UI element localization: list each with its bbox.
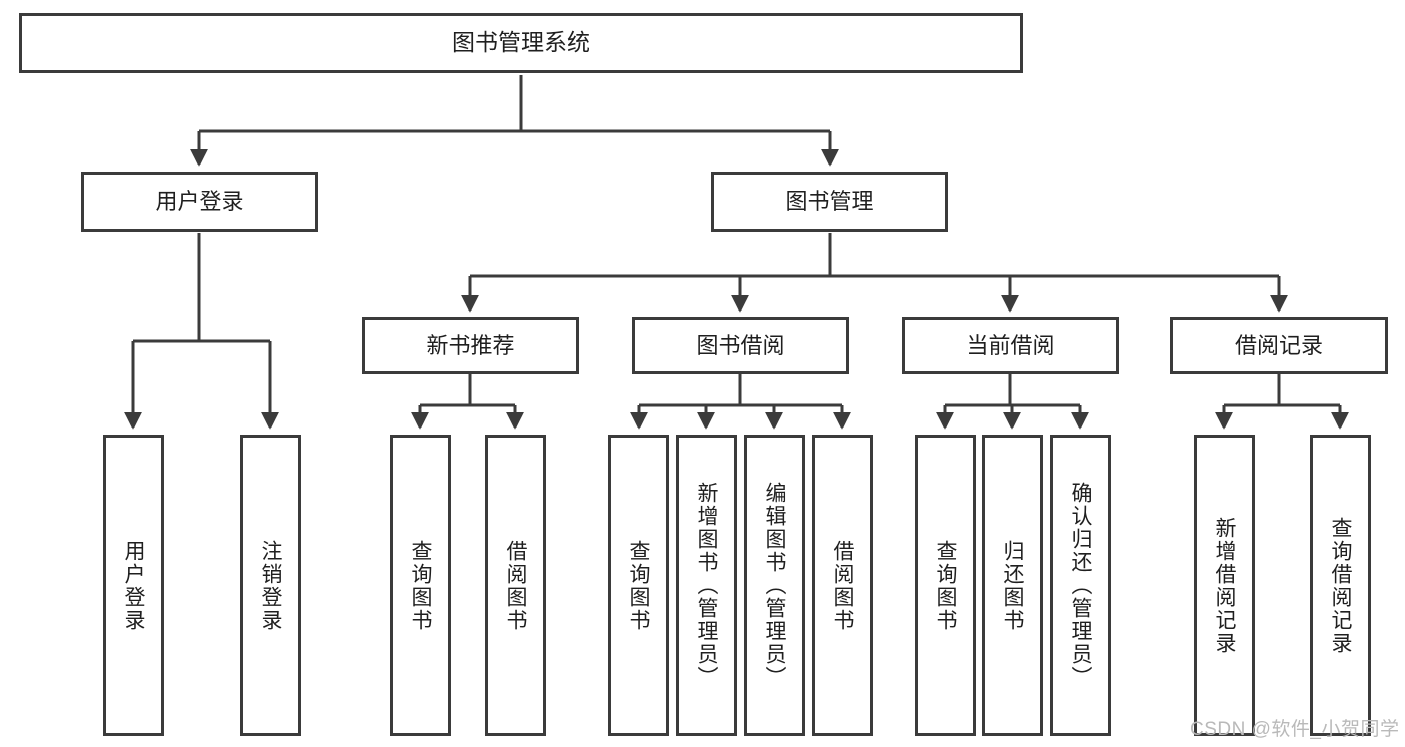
node-current-borrow[interactable]: 当前借阅 <box>902 317 1119 374</box>
node-label: 确认归还（管理员） <box>1069 482 1092 689</box>
node-label: 新增借阅记录 <box>1213 516 1236 655</box>
node-label: 新书推荐 <box>426 332 515 358</box>
node-leaf-logout[interactable]: 注销登录 <box>240 435 301 736</box>
node-leaf-query-borrow-record[interactable]: 查询借阅记录 <box>1310 435 1371 736</box>
node-label: 用户登录 <box>155 189 244 215</box>
node-book-management[interactable]: 图书管理 <box>711 172 948 232</box>
node-borrow-record[interactable]: 借阅记录 <box>1170 317 1388 374</box>
node-leaf-query-book-current[interactable]: 查询图书 <box>915 435 976 736</box>
node-root-system[interactable]: 图书管理系统 <box>19 13 1023 73</box>
node-leaf-borrow-book[interactable]: 借阅图书 <box>812 435 873 736</box>
node-leaf-add-borrow-record[interactable]: 新增借阅记录 <box>1194 435 1255 736</box>
node-leaf-user-login[interactable]: 用户登录 <box>103 435 164 736</box>
node-label: 图书借阅 <box>696 332 785 358</box>
node-label: 借阅记录 <box>1234 332 1323 358</box>
node-leaf-edit-book-admin[interactable]: 编辑图书（管理员） <box>744 435 805 736</box>
node-label: 查询图书 <box>627 539 650 632</box>
node-leaf-add-book-admin[interactable]: 新增图书（管理员） <box>676 435 737 736</box>
csdn-watermark: CSDN @软件_小贺同学 <box>1190 719 1400 740</box>
node-label: 查询借阅记录 <box>1329 516 1352 655</box>
node-leaf-return-book[interactable]: 归还图书 <box>982 435 1043 736</box>
node-label: 新增图书（管理员） <box>695 482 718 689</box>
node-label: 借阅图书 <box>831 539 854 632</box>
node-book-borrow[interactable]: 图书借阅 <box>632 317 849 374</box>
node-leaf-confirm-return-admin[interactable]: 确认归还（管理员） <box>1050 435 1111 736</box>
node-new-book-recommend[interactable]: 新书推荐 <box>362 317 579 374</box>
node-label: 注销登录 <box>259 539 282 632</box>
node-leaf-query-book-recommend[interactable]: 查询图书 <box>390 435 451 736</box>
node-label: 查询图书 <box>934 539 957 632</box>
node-label: 当前借阅 <box>966 332 1055 358</box>
node-leaf-borrow-book-recommend[interactable]: 借阅图书 <box>485 435 546 736</box>
node-user-login[interactable]: 用户登录 <box>81 172 318 232</box>
node-leaf-query-book-borrow[interactable]: 查询图书 <box>608 435 669 736</box>
node-label: 用户登录 <box>122 539 145 632</box>
node-label: 查询图书 <box>409 539 432 632</box>
node-label: 借阅图书 <box>504 539 527 632</box>
node-label: 图书管理 <box>785 189 874 215</box>
node-label: 归还图书 <box>1001 539 1024 632</box>
node-label: 编辑图书（管理员） <box>763 482 786 689</box>
node-label: 图书管理系统 <box>452 29 590 56</box>
